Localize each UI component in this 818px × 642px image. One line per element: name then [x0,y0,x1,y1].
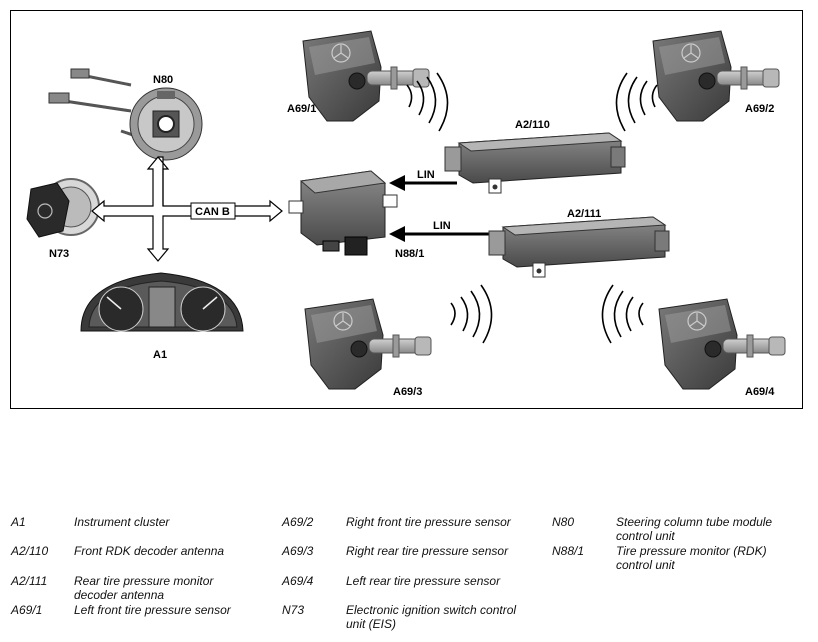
lin-arrow-top [389,175,457,191]
label-a69-3: A69/3 [393,386,422,398]
legend-code: A2/111 [11,574,48,588]
can-b-label-box [190,202,236,220]
tire-pressure-control-unit-n88-1 [288,170,398,256]
label-a1: A1 [153,349,167,361]
legend-desc: Left front tire pressure sensor [74,603,231,617]
tire-sensor-a69-3 [304,298,432,390]
legend-desc: Right rear tire pressure sensor [346,544,509,558]
legend-desc: Right front tire pressure sensor [346,515,511,529]
legend-desc: Left rear tire pressure sensor [346,574,501,588]
legend-code: A69/1 [11,603,43,617]
legend-code: A2/110 [11,544,49,558]
legend-desc: Electronic ignition switch control unit … [346,603,517,631]
ignition-switch-n73 [26,178,100,238]
system-diagram: N80 N73 A1 CAN B N88/1 LIN [10,10,803,409]
label-n73: N73 [49,248,69,260]
label-n80: N80 [153,74,173,86]
tire-sensor-a69-4 [658,298,786,390]
tire-sensor-a69-1 [302,30,430,122]
front-decoder-antenna-a2-110 [444,132,626,194]
radio-wave-a69-1 [406,72,449,132]
legend-desc: Instrument cluster [74,515,170,529]
label-a2-111: A2/111 [567,208,601,220]
label-a69-2: A69/2 [745,103,774,115]
can-b-bus [91,156,283,262]
radio-wave-a69-2 [615,72,658,132]
steering-column-module-n80 [48,68,203,161]
label-can-b: CAN B [195,206,230,218]
label-lin-bottom: LIN [433,220,451,232]
instrument-cluster-a1 [80,272,244,332]
label-a2-110: A2/110 [515,119,550,131]
legend-code: N73 [282,603,305,617]
radio-wave-a69-3 [450,284,493,344]
label-n88-1: N88/1 [395,248,424,260]
label-a69-4: A69/4 [745,386,775,398]
label-lin-top: LIN [417,169,435,181]
legend-code: N88/1 [552,544,585,558]
legend-desc: Rear tire pressure monitor decoder anten… [74,574,214,602]
legend-code: A69/2 [282,515,314,529]
legend-desc: Tire pressure monitor (RDK) control unit [616,544,767,572]
legend-desc: Front RDK decoder antenna [74,544,225,558]
label-a69-1: A69/1 [287,103,316,115]
legend-code: A69/4 [282,574,314,588]
radio-wave-a69-4 [601,284,644,344]
legend-code: N80 [552,515,575,529]
rear-decoder-antenna-a2-111 [488,216,670,278]
legend-code: A1 [11,515,26,529]
legend-code: A69/3 [282,544,314,558]
legend-desc: Steering column tube module control unit [616,515,773,543]
